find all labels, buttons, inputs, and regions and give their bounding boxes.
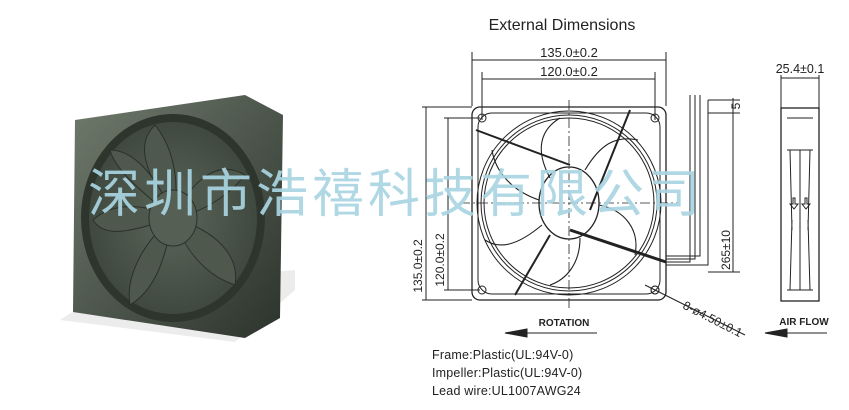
company-watermark: 深圳市浩禧科技有限公司 xyxy=(88,165,705,225)
holes-label: 8-ø4.50±0.1 xyxy=(681,298,745,340)
impeller-blades xyxy=(484,117,639,286)
lead-length-label: 265±10 xyxy=(719,230,733,270)
hole-spacing-label: 120.0±0.2 xyxy=(540,64,598,79)
dimension-drawing: 135.0±0.2 120.0±0.2 135.0±0.2 120.0±0.2 … xyxy=(411,45,829,340)
spec-impeller: Impeller:Plastic(UL:94V-0) xyxy=(432,366,583,380)
lead-strip-label: 5 xyxy=(729,102,743,109)
side-view xyxy=(780,107,820,302)
drawing-title: External Dimensions xyxy=(488,17,636,34)
spec-frame: Frame:Plastic(UL:94V-0) xyxy=(432,348,574,362)
outer-height-label: 135.0±0.2 xyxy=(411,239,425,293)
outer-width-label: 135.0±0.2 xyxy=(540,45,598,60)
rotation-label: ROTATION xyxy=(539,318,590,329)
spec-lead-wire: Lead wire:UL1007AWG24 xyxy=(432,384,581,398)
fan-photo xyxy=(60,95,295,342)
hole-spacing-vertical-label: 120.0±0.2 xyxy=(433,233,447,287)
thickness-label: 25.4±0.1 xyxy=(776,62,825,76)
air-flow-label: AIR FLOW xyxy=(779,317,829,328)
